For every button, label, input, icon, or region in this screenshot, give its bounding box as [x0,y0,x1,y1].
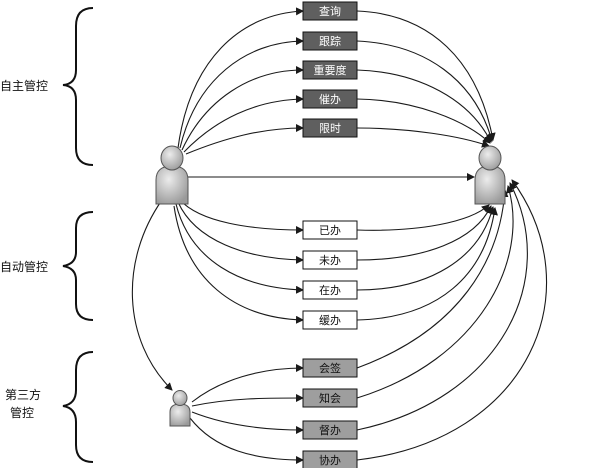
third-box-label: 协办 [319,453,341,467]
self-box-label: 跟踪 [319,34,341,48]
auto-box-not-done: 未办 [302,250,358,270]
third-box-label: 知会 [319,391,341,405]
connectors [131,7,547,464]
auto-box-deferred: 缓办 [302,310,358,330]
auto-box-label: 已办 [319,224,341,237]
auto-box-in-progress: 在办 [302,280,358,300]
self-box-label: 查询 [319,4,341,18]
auto-box-done: 已办 [302,220,358,240]
person-icon [474,145,506,205]
third-box-countersign: 会签 [302,358,358,378]
brace-auto-control [62,211,94,321]
self-box-importance: 重要度 [302,60,358,80]
auto-box-label: 未办 [319,254,341,267]
third-box-label: 督办 [319,423,341,437]
third-box-label: 会签 [319,361,341,375]
third-box-notify: 知会 [302,388,358,408]
group-label-third-party-line1: 第三方 [5,387,41,402]
group-label-third-party-line2: 管控 [10,405,34,420]
auto-box-label: 在办 [319,284,341,297]
person-icon [169,390,191,427]
self-box-label: 催办 [319,92,341,106]
auto-box-label: 缓办 [319,314,341,327]
third-box-assist: 协办 [302,450,358,470]
group-label-self-control: 自主管控 [0,78,48,93]
self-box-label: 限时 [319,122,341,135]
group-label-auto-control: 自动管控 [0,259,48,274]
self-box-query: 查询 [302,1,358,21]
person-icon [155,145,189,205]
third-box-supervise: 督办 [302,420,358,440]
self-box-time-limit: 限时 [302,118,358,138]
self-box-label: 重要度 [314,63,347,77]
self-box-urge: 催办 [302,89,358,109]
self-box-track: 跟踪 [302,31,358,51]
brace-third-party [62,351,94,463]
brace-self-control [62,7,94,166]
